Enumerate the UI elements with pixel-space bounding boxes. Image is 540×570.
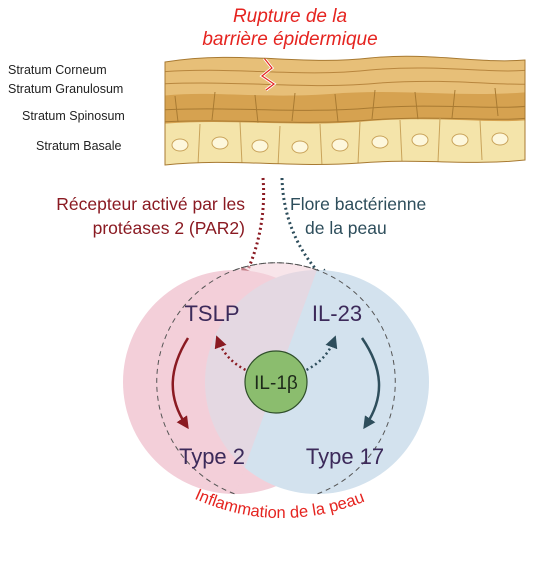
- skin-outline: [164, 55, 526, 166]
- par2-arrow: [241, 177, 266, 284]
- title-line-1: Rupture de la: [233, 6, 347, 27]
- layer-label-corneum: Stratum Corneum: [8, 63, 107, 77]
- overlap-boundary-right: [234, 262, 396, 495]
- title-line-2: barrière épidermique: [202, 29, 377, 50]
- left-source-line-1: Récepteur activé par les: [56, 194, 245, 214]
- right-source-line-1: Flore bactérienne: [290, 194, 426, 214]
- il23-to-type17-arrow: [360, 337, 381, 430]
- layer-label-granulosum: Stratum Granulosum: [8, 82, 123, 96]
- layer-label-spinosum: Stratum Spinosum: [22, 109, 125, 123]
- tslp-to-type2-arrow: [171, 337, 190, 430]
- skin-cross-section: [165, 56, 525, 166]
- il1b-label: IL-1β: [254, 373, 298, 394]
- left-source-line-2: protéases 2 (PAR2): [93, 218, 245, 238]
- type2-label: Type 2: [179, 444, 245, 469]
- il23-label: IL-23: [312, 301, 362, 326]
- il1b-circle: [244, 350, 308, 414]
- right-source-line-2: de la peau: [305, 218, 387, 238]
- type17-label: Type 17: [306, 444, 384, 469]
- layer-label-basale: Stratum Basale: [36, 139, 122, 153]
- tslp-label: TSLP: [184, 301, 239, 326]
